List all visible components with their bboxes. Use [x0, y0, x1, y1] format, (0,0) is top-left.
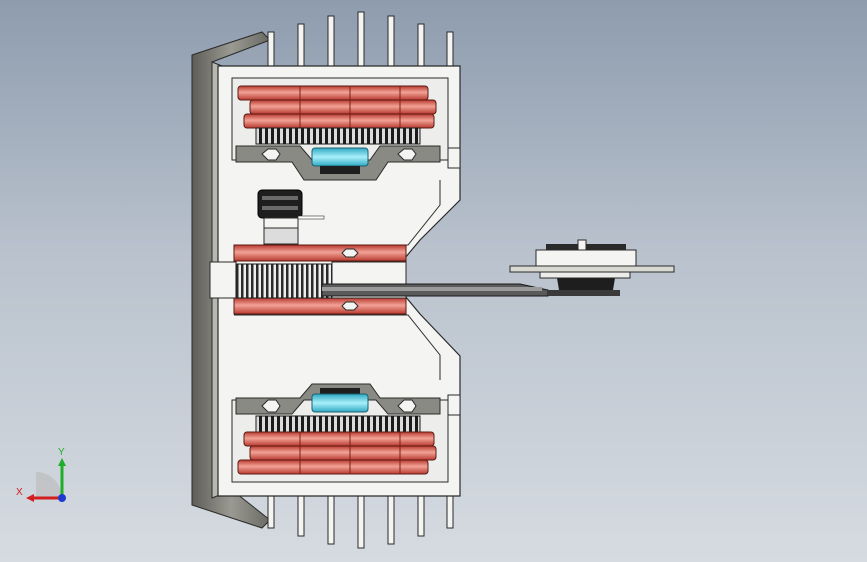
- output-arm: [321, 283, 549, 297]
- top-cyan-motor: [311, 147, 369, 174]
- y-axis-head: [58, 458, 66, 466]
- x-axis-label: X: [16, 487, 23, 498]
- bottom-heatsink-fins: [267, 489, 454, 549]
- z-axis-dot: [58, 494, 66, 502]
- coordinate-triad[interactable]: Y X: [16, 447, 66, 502]
- center-drive-gear: [209, 244, 407, 315]
- bottom-cyan-motor: [311, 388, 369, 413]
- x-axis-head: [26, 494, 34, 502]
- end-effector-plate: [509, 239, 675, 296]
- top-gear-stack: [237, 85, 437, 145]
- center-servo-motor: [257, 189, 325, 245]
- top-heatsink-fins: [267, 11, 454, 73]
- bottom-gear-stack: [237, 415, 437, 475]
- y-axis-label: Y: [58, 447, 65, 458]
